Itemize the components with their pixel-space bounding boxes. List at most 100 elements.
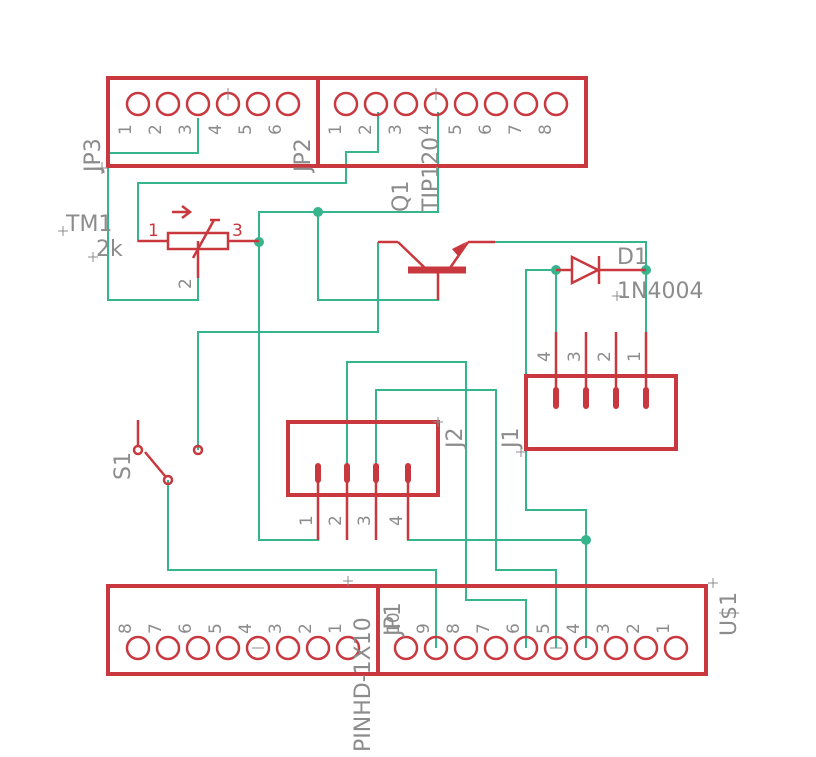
- jp1-pin-number: 10: [384, 612, 404, 634]
- jp2-pin-number: 2: [356, 124, 376, 135]
- junction-dot: [313, 207, 323, 217]
- q1-transistor: Q1 TIP120: [378, 137, 495, 300]
- jp2-pads: [333, 91, 569, 117]
- arrow-icon: [181, 205, 193, 219]
- jp3-pad: [185, 91, 211, 117]
- jp1-pin-number: 9: [414, 623, 434, 634]
- q1-value-label: TIP120: [419, 137, 444, 213]
- s1-switch: S1: [111, 420, 204, 486]
- wire-j2-pin3-to-us1: [375, 389, 557, 648]
- top-header-group: 1 2 3 4 5 6 1 2 3 4 5 6 7 8 JP3 JP2: [81, 76, 588, 174]
- j1-connector: 4 3 2 1 J1: [499, 332, 678, 457]
- d1-ref-label: D1: [617, 245, 648, 270]
- tm1-pin-number: 3: [232, 221, 243, 241]
- jp2-pad: [483, 91, 509, 117]
- wires: [107, 112, 647, 648]
- header-pad: [215, 635, 241, 661]
- header-pad: [305, 635, 331, 661]
- header-pad: [125, 635, 151, 661]
- j1-pin-number: 3: [565, 351, 585, 362]
- jp3-pad: [275, 91, 301, 117]
- jp2-pin-number: 1: [326, 124, 346, 135]
- j2-pin-number: 4: [387, 515, 407, 526]
- header-pin-number: 2: [296, 623, 316, 634]
- header-pad: [155, 635, 181, 661]
- header-pin-number: 7: [146, 623, 166, 634]
- jp1-pads: [393, 635, 689, 661]
- header-pin-number: 8: [116, 623, 136, 634]
- jp3-pin-number: 2: [146, 124, 166, 135]
- jp1-pin-number: 7: [474, 623, 494, 634]
- header-pin-number: 3: [266, 623, 286, 634]
- jp1-pad: [603, 635, 629, 661]
- jp2-pin-number: 5: [446, 124, 466, 135]
- wire-j2-pin2-to-jp1: [346, 361, 527, 648]
- j1-pin-number: 4: [535, 351, 555, 362]
- d1-body: [570, 254, 601, 286]
- d1-diode: D1 1N4004: [556, 245, 703, 304]
- jp3-pin-number: 6: [266, 124, 286, 135]
- wire-jp3-pin1-to-tm1: [107, 153, 199, 301]
- j1-ref-label: J1: [499, 428, 524, 451]
- jp2-pin-number: 6: [476, 124, 496, 135]
- j1-outline: [524, 374, 678, 451]
- jp2-outline: [316, 76, 588, 168]
- header-pad: [335, 635, 361, 661]
- wire-node-to-jp2: [258, 211, 318, 241]
- jp3-pads: [125, 91, 301, 117]
- wire-q1-to-s1: [197, 242, 379, 450]
- jp1-ref-label: JP1: [381, 602, 406, 638]
- tm1-pin-number: 2: [176, 278, 196, 289]
- header-pin-number: 5: [206, 623, 226, 634]
- jp1-pad: [633, 635, 659, 661]
- s1-ref-label: S1: [111, 452, 136, 480]
- q1-emitter-arrow: [452, 242, 466, 256]
- jp1-pad: [663, 635, 689, 661]
- jp1-pad: [423, 635, 449, 661]
- jp2-ref-label: JP2: [291, 138, 316, 174]
- jp3-pin-number: 3: [176, 124, 196, 135]
- jp1-pad: [513, 635, 539, 661]
- jp2-pin-number: 8: [536, 124, 556, 135]
- jp3-pin-number: 5: [236, 124, 256, 135]
- jp2-pad: [363, 91, 389, 117]
- jp2-pin-number: 7: [506, 124, 526, 135]
- s1-lever: [144, 451, 166, 477]
- tm1-trimmer: TM1 2k 1 3 2: [58, 205, 259, 289]
- jp1-pad: [543, 635, 569, 661]
- jp1-pad: [393, 635, 419, 661]
- jp1-value-label: PINHD-1X10: [351, 617, 376, 752]
- tm1-value-label: 2k: [96, 237, 123, 262]
- jp1-pin-number: 1: [654, 623, 674, 634]
- header-pin-number: 4: [236, 623, 256, 634]
- header-pin-number: 1: [326, 623, 346, 634]
- j2-pin-number: 1: [297, 515, 317, 526]
- jp1-us1-outline: [376, 584, 708, 676]
- jp2-pin-number: 3: [386, 124, 406, 135]
- tm1-adjust: [191, 219, 216, 259]
- j2-pin-number: 3: [355, 515, 375, 526]
- jp3-pin-number: 1: [116, 124, 136, 135]
- s1-contact: [192, 444, 204, 456]
- jp3-pad: [155, 91, 181, 117]
- jp1-pin-number: 2: [624, 623, 644, 634]
- header-pad: [245, 635, 271, 661]
- j2-ref-label: J2: [443, 428, 468, 451]
- j1-pin-number: 2: [595, 351, 615, 362]
- header-pad: [275, 635, 301, 661]
- wire-jp3-pin4: [108, 118, 199, 154]
- wire-jp2-pin4-node: [318, 112, 439, 213]
- jp1-pad: [483, 635, 509, 661]
- j1-pin-number: 1: [625, 351, 645, 362]
- tm1-ref-label: TM1: [65, 212, 112, 237]
- q1-ref-label: Q1: [389, 181, 414, 212]
- junctions: [254, 207, 651, 545]
- jp1-pin-number: 5: [534, 623, 554, 634]
- jp2-pad: [513, 91, 539, 117]
- jp2-pin-number: 4: [416, 124, 436, 135]
- jp2-pad: [453, 91, 479, 117]
- d1-value-label: 1N4004: [617, 279, 703, 304]
- jp1-pin-number: 6: [504, 623, 524, 634]
- jp1-pad: [573, 635, 599, 661]
- header-pin-number: 6: [176, 623, 196, 634]
